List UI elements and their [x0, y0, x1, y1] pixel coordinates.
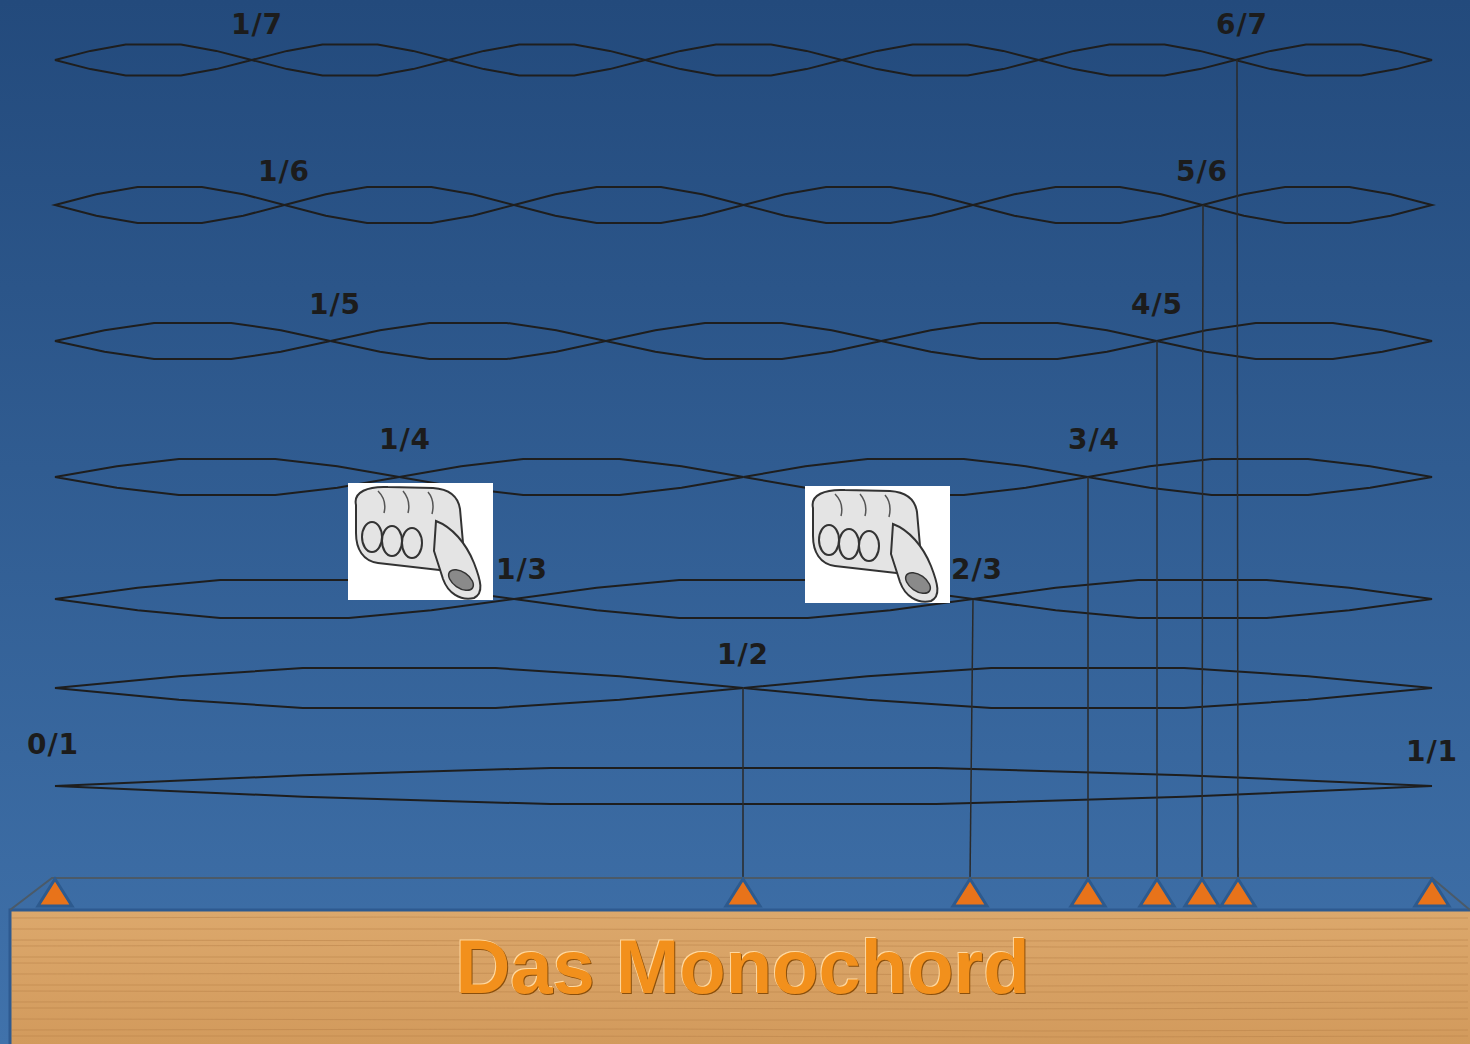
wave-lens [606, 323, 881, 359]
bridges [38, 879, 1449, 906]
wave-lens [842, 45, 1039, 76]
wave-lens [1157, 323, 1432, 359]
drop-line [970, 600, 973, 880]
bridge-triangle [38, 879, 72, 906]
grain-line [12, 1029, 1468, 1031]
fraction-label: 1/7 [231, 11, 283, 39]
wave-lens [973, 187, 1203, 223]
wave-lens [645, 45, 842, 76]
grain-line [12, 917, 1468, 919]
fraction-label: 1/4 [379, 426, 431, 454]
fraction-label: 1/6 [258, 158, 310, 186]
wave-lens [1235, 45, 1432, 76]
fraction-label: 1/3 [496, 556, 548, 584]
fraction-label: 6/7 [1216, 11, 1268, 39]
drop-line [1087, 477, 1089, 880]
wave-lens [514, 187, 744, 223]
bridge-triangle [1140, 879, 1174, 906]
grain-line [12, 1019, 1468, 1020]
bridge-triangle [1185, 879, 1219, 906]
wooden-base [10, 910, 1470, 1044]
bridge-triangle [953, 879, 987, 906]
bridge-triangle [1415, 879, 1449, 906]
fraction-label: 1/2 [717, 641, 769, 669]
wave-lens [55, 668, 744, 708]
wave-lens [881, 323, 1156, 359]
wave-lens [1039, 45, 1236, 76]
wave-lens [55, 323, 330, 359]
title: Das Monochord [455, 929, 1029, 1005]
fraction-label: 0/1 [27, 731, 79, 759]
wave-lens [448, 45, 645, 76]
wave-lens [55, 45, 252, 76]
fraction-label: 3/4 [1068, 426, 1120, 454]
wave-lens [55, 459, 399, 495]
drop-line [742, 688, 744, 880]
wave-lens [55, 187, 285, 223]
wave-lens [744, 187, 974, 223]
fraction-label: 4/5 [1131, 291, 1183, 319]
wave-lens [1088, 459, 1432, 495]
drop-line [1237, 60, 1238, 880]
grain-line [12, 1008, 1468, 1009]
bridge-triangle [1221, 879, 1255, 906]
finger-icon [348, 483, 493, 600]
wood-grain [12, 917, 1468, 1037]
drop-line [1202, 205, 1203, 880]
grain-line [12, 1036, 1468, 1037]
finger-icon [805, 486, 950, 603]
title-plate: Das Monochord [395, 928, 1090, 1005]
wave-lens [330, 323, 605, 359]
fraction-label: 1/1 [1406, 738, 1458, 766]
wave-lens [285, 187, 515, 223]
node-drop-lines [743, 60, 1238, 880]
fraction-label: 5/6 [1176, 158, 1228, 186]
string-frame [10, 878, 1470, 910]
fraction-label: 2/3 [951, 556, 1003, 584]
bridge-triangle [726, 879, 760, 906]
drop-line [1156, 341, 1158, 880]
fraction-label: 1/5 [309, 291, 361, 319]
wave-lens [252, 45, 449, 76]
bridge-triangle [1071, 879, 1105, 906]
